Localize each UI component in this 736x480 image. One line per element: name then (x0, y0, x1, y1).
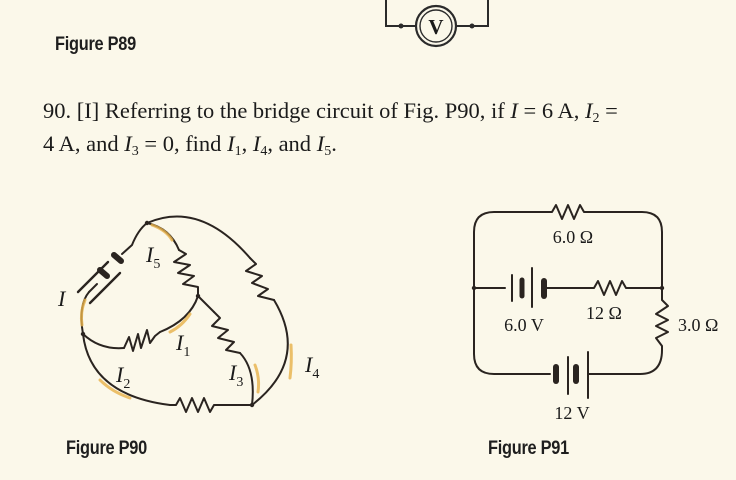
voltmeter-label: V (428, 15, 443, 39)
problem-line-2: 4 A, and I3 = 0, find I1, I4, and I5. (43, 127, 736, 160)
sub-2: 2 (592, 111, 600, 126)
eq-I-value: = 6 A, (523, 98, 580, 123)
figure-p91-caption: Figure P91 (488, 438, 569, 459)
label-r-middle: 12 Ω (586, 303, 622, 323)
problem-level: [I] (76, 98, 100, 123)
var-I5: I (316, 131, 325, 156)
label-battery-middle: 6.0 V (504, 315, 544, 335)
eq-cut: = (605, 98, 618, 123)
var-I: I (510, 98, 518, 123)
label-r-top: 6.0 Ω (553, 227, 593, 247)
var-I3: I (124, 131, 132, 156)
problem-text: Referring to the bridge circuit of Fig. … (104, 98, 505, 123)
line2-start: 4 A, and (43, 131, 119, 156)
figure-p89-caption: Figure P89 (55, 34, 136, 55)
var-I4: I (252, 131, 261, 156)
var-I2: I (584, 98, 593, 123)
problem-number: 90. (43, 98, 72, 123)
period: . (331, 131, 337, 156)
var-I1: I (227, 131, 235, 156)
label-r-right: 3.0 Ω (678, 315, 718, 335)
sub-5: 5 (324, 144, 332, 159)
and-text: , and (267, 131, 312, 156)
problem-90-text: 90. [I] Referring to the bridge circuit … (43, 94, 736, 160)
label-battery-bottom: 12 V (554, 403, 589, 423)
battery-icon (76, 252, 124, 305)
eq-I3-value: = 0, find (144, 131, 222, 156)
sub-3: 3 (131, 144, 139, 159)
sub-1: 1 (234, 144, 242, 159)
label-I: I (57, 286, 67, 311)
sub-4: 4 (260, 144, 268, 159)
comma: , (241, 131, 248, 156)
problem-line-1: 90. [I] Referring to the bridge circuit … (43, 94, 736, 127)
figure-p90-caption: Figure P90 (66, 438, 147, 459)
